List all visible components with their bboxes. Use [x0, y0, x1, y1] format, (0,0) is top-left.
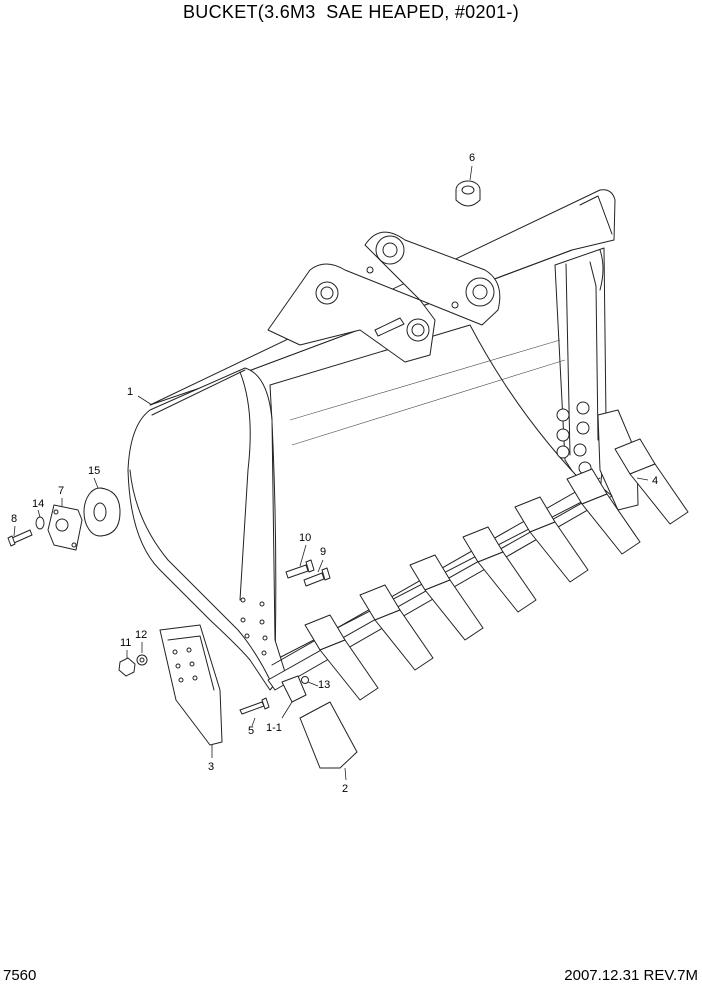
- side-cutter: [159, 624, 223, 746]
- callout-14: 14: [32, 498, 44, 510]
- callout-1: 1: [127, 386, 133, 398]
- callout-13: 13: [318, 679, 330, 691]
- leader-lines: [13, 165, 649, 781]
- pin: [239, 697, 270, 715]
- lock-washer: [301, 676, 309, 684]
- hub-assembly: [7, 487, 121, 551]
- callout-3: 3: [208, 761, 214, 773]
- callout-1-1: 1-1: [266, 722, 282, 734]
- link-brackets: [267, 231, 501, 363]
- callout-labels: 1 1-1 2 3 4 5 6 7 8 9 10 11 12 13 14 15: [11, 152, 658, 795]
- callout-10: 10: [299, 532, 311, 544]
- revision-date: 2007.12.31 REV.7M: [564, 967, 698, 984]
- page-title: BUCKET(3.6M3 SAE HEAPED, #0201-): [182, 2, 520, 22]
- callout-9: 9: [320, 546, 326, 558]
- side-bolts: [556, 401, 592, 475]
- callout-12: 12: [135, 629, 147, 641]
- callout-11: 11: [120, 637, 131, 649]
- bushing: [455, 180, 481, 207]
- callout-2: 2: [342, 783, 348, 795]
- callout-15: 15: [88, 465, 100, 477]
- adapter: [281, 675, 307, 703]
- callout-8: 8: [11, 513, 17, 525]
- callout-4: 4: [652, 475, 658, 487]
- nut-washer: [118, 654, 148, 677]
- bolts-9-10: [285, 559, 331, 587]
- tooth-tip: [299, 701, 358, 769]
- callout-6: 6: [469, 152, 475, 164]
- page-code: 7560: [3, 967, 37, 984]
- callout-5: 5: [248, 725, 254, 737]
- callout-7: 7: [58, 485, 64, 497]
